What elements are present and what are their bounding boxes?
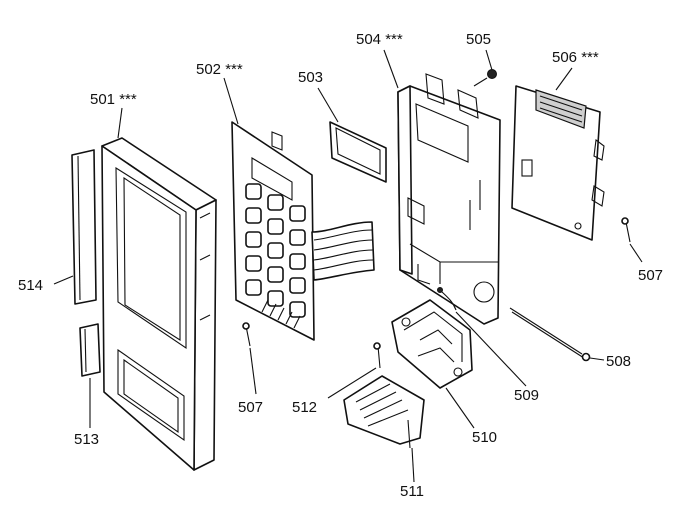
part-505-screw	[473, 69, 497, 87]
keypad-key	[267, 218, 284, 235]
part-513-small-trim	[79, 323, 101, 377]
callout-505: 505	[466, 31, 491, 48]
keypad-key	[245, 207, 262, 224]
callout-labels: 501 *** 502 *** 503 504 *** 505 506 *** …	[18, 31, 663, 500]
keypad-key	[267, 194, 284, 211]
callout-502: 502 ***	[196, 61, 243, 78]
callout-503: 503	[298, 69, 323, 86]
part-514-trim-strip	[71, 149, 97, 305]
part-509-spring	[437, 287, 457, 311]
part-501-panel-housing	[101, 137, 217, 471]
callout-514: 514	[18, 277, 43, 294]
callout-506: 506 ***	[552, 49, 599, 66]
ribbon-cable	[311, 221, 375, 281]
keypad-key-grid	[245, 183, 306, 329]
callout-501: 501 ***	[90, 91, 137, 108]
keypad-key	[267, 242, 284, 259]
keypad-key	[267, 290, 284, 307]
part-510-latch-bracket	[391, 299, 473, 389]
keypad-key	[245, 231, 262, 248]
keypad-key	[289, 229, 306, 246]
callout-510: 510	[472, 429, 497, 446]
part-507-screw-right	[621, 217, 631, 243]
leader-lines	[53, 49, 643, 483]
callout-508: 508	[606, 353, 631, 370]
keypad-key	[245, 279, 262, 296]
callout-512: 512	[292, 399, 317, 416]
keypad-hatch	[261, 299, 301, 329]
part-507-screw-left	[242, 322, 251, 347]
part-512-screw	[373, 342, 381, 369]
part-504-control-bracket	[397, 73, 501, 325]
keypad-key	[289, 205, 306, 222]
part-503-window	[329, 121, 387, 183]
callout-507-left: 507	[238, 399, 263, 416]
callout-511: 511	[400, 483, 424, 500]
keypad-key	[245, 255, 262, 272]
keypad-key	[289, 301, 306, 318]
callout-513: 513	[74, 431, 99, 448]
keypad-key	[267, 266, 284, 283]
keypad-key	[245, 183, 262, 200]
callout-507-right: 507	[638, 267, 663, 284]
keypad-key	[289, 277, 306, 294]
part-508-rod	[509, 307, 591, 362]
part-511-release-lever	[343, 375, 425, 449]
callout-509: 509	[514, 387, 539, 404]
part-506-circuit-board	[511, 85, 605, 241]
keypad-key	[289, 253, 306, 270]
callout-504: 504 ***	[356, 31, 403, 48]
